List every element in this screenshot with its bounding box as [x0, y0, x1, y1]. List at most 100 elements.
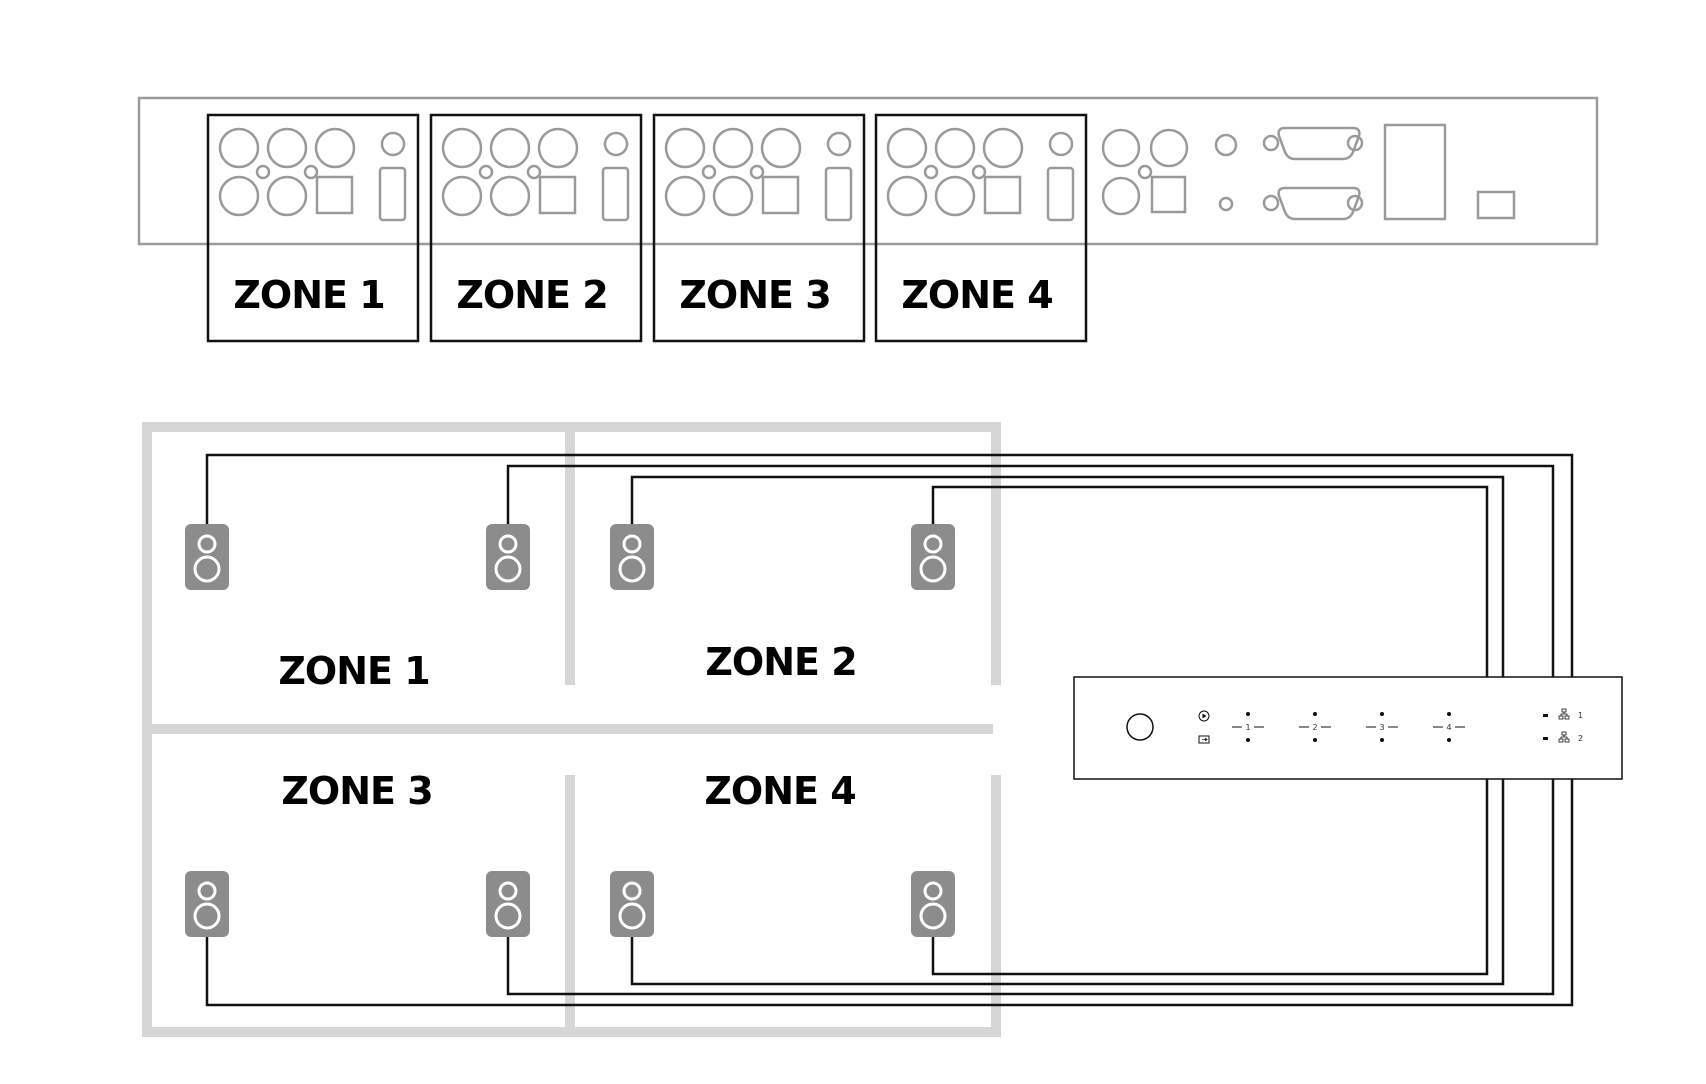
zone-indicator-4: 4	[1433, 712, 1465, 742]
power-switch	[1476, 190, 1516, 220]
aux-square-port	[1150, 175, 1187, 214]
room-label-zone-4: ZONE 4	[704, 769, 855, 813]
zone-box-outline	[652, 113, 866, 343]
zone-2-connectors	[441, 127, 630, 222]
zone-indicator-3: 3	[1366, 712, 1398, 742]
speaker-icon	[911, 871, 955, 937]
zone-indicators: 1 2 3 4	[1232, 712, 1465, 742]
rca-jack	[664, 175, 706, 217]
terminal-block	[1046, 166, 1075, 222]
rca-jack	[266, 127, 308, 169]
rca-jack	[489, 127, 531, 169]
rear-zone-box-2: ZONE 2	[429, 113, 643, 343]
rca-jack	[441, 127, 483, 169]
rca-jack	[489, 175, 531, 217]
speakers	[185, 524, 955, 937]
speaker-icon	[486, 871, 530, 937]
rca-jack	[218, 175, 260, 217]
speaker-icon	[911, 524, 955, 590]
network-port-label: 1	[1578, 711, 1583, 720]
room-labels: ZONE 1 ZONE 2 ZONE 3 ZONE 4	[278, 640, 857, 813]
power-knob-icon	[1126, 713, 1154, 741]
room-walls	[142, 422, 1001, 1037]
serial-port-bottom	[1262, 186, 1364, 221]
room-label-zone-3: ZONE 3	[281, 769, 432, 813]
square-port	[538, 175, 577, 215]
aux-rca-jack	[1101, 176, 1141, 216]
rca-jack	[982, 127, 1024, 169]
zone-1-connectors	[218, 127, 407, 222]
speaker-icon	[185, 524, 229, 590]
amplifier-chassis	[1073, 676, 1623, 780]
rear-zone-label: ZONE 3	[679, 273, 830, 317]
rca-jack	[537, 127, 579, 169]
rear-panel: ZONE 1 ZONE 2 ZONE 3 ZONE 4	[137, 96, 1599, 343]
network-port-2: 2	[1543, 731, 1583, 743]
zone-indicator-label: 1	[1245, 723, 1250, 732]
small-jack	[923, 164, 939, 180]
trigger-jack	[380, 131, 406, 157]
zone-indicator-2: 2	[1299, 712, 1331, 742]
square-port	[761, 175, 800, 215]
small-jack	[255, 164, 271, 180]
rca-jack	[664, 127, 706, 169]
speaker-icon	[486, 524, 530, 590]
small-jack	[303, 164, 319, 180]
rear-zone-box-4: ZONE 4	[874, 113, 1088, 343]
network-icon	[1558, 708, 1570, 720]
rca-jack	[441, 175, 483, 217]
aux-rca-jack	[1149, 128, 1189, 168]
rear-zone-label: ZONE 4	[901, 273, 1052, 317]
zone-box-outline	[874, 113, 1088, 343]
power-inlet	[1383, 123, 1447, 221]
network-port-label: 2	[1578, 734, 1583, 743]
rear-zone-boxes: ZONE 1 ZONE 2 ZONE 3 ZONE 4	[206, 113, 1088, 343]
zone-box-outline	[206, 113, 420, 343]
network-icon	[1558, 731, 1570, 743]
small-jack	[701, 164, 717, 180]
network-port-1: 1	[1543, 708, 1583, 720]
speaker-icon	[610, 871, 654, 937]
terminal-block	[378, 166, 407, 222]
rca-jack	[886, 175, 928, 217]
zone-indicator-label: 3	[1379, 723, 1384, 732]
input-icon	[1198, 735, 1210, 744]
trigger-jack	[1048, 131, 1074, 157]
speaker-icon	[610, 524, 654, 590]
screw-hole	[1214, 133, 1238, 157]
trigger-jack	[826, 131, 852, 157]
zone-4-connectors	[886, 127, 1075, 222]
square-port	[315, 175, 354, 215]
small-jack	[478, 164, 494, 180]
rear-zone-label: ZONE 2	[456, 273, 607, 317]
terminal-block	[824, 166, 853, 222]
small-jack	[971, 164, 987, 180]
rear-zone-box-3: ZONE 3	[652, 113, 866, 343]
rear-zone-label: ZONE 1	[233, 273, 384, 317]
small-jack	[526, 164, 542, 180]
zone-indicator-1: 1	[1232, 712, 1264, 742]
zone-indicator-label: 4	[1446, 723, 1451, 732]
network-ports: 12	[1543, 708, 1583, 743]
rca-jack	[314, 127, 356, 169]
room-label-zone-2: ZONE 2	[705, 640, 856, 684]
rear-panel-chassis	[137, 96, 1599, 246]
speaker-icon	[185, 871, 229, 937]
zone-connector-groups	[218, 127, 1075, 222]
rca-jack	[712, 127, 754, 169]
rca-jack	[760, 127, 802, 169]
rca-jack	[712, 175, 754, 217]
room-label-zone-1: ZONE 1	[278, 649, 429, 693]
screw-hole	[1218, 196, 1234, 212]
rca-jack	[934, 175, 976, 217]
aux-connectors	[1101, 123, 1516, 221]
aux-small-jack	[1137, 164, 1153, 180]
rca-jack	[218, 127, 260, 169]
zone-indicator-label: 2	[1312, 723, 1317, 732]
rear-zone-box-1: ZONE 1	[206, 113, 420, 343]
square-port	[983, 175, 1022, 215]
rca-jack	[886, 127, 928, 169]
zone-3-connectors	[664, 127, 853, 222]
